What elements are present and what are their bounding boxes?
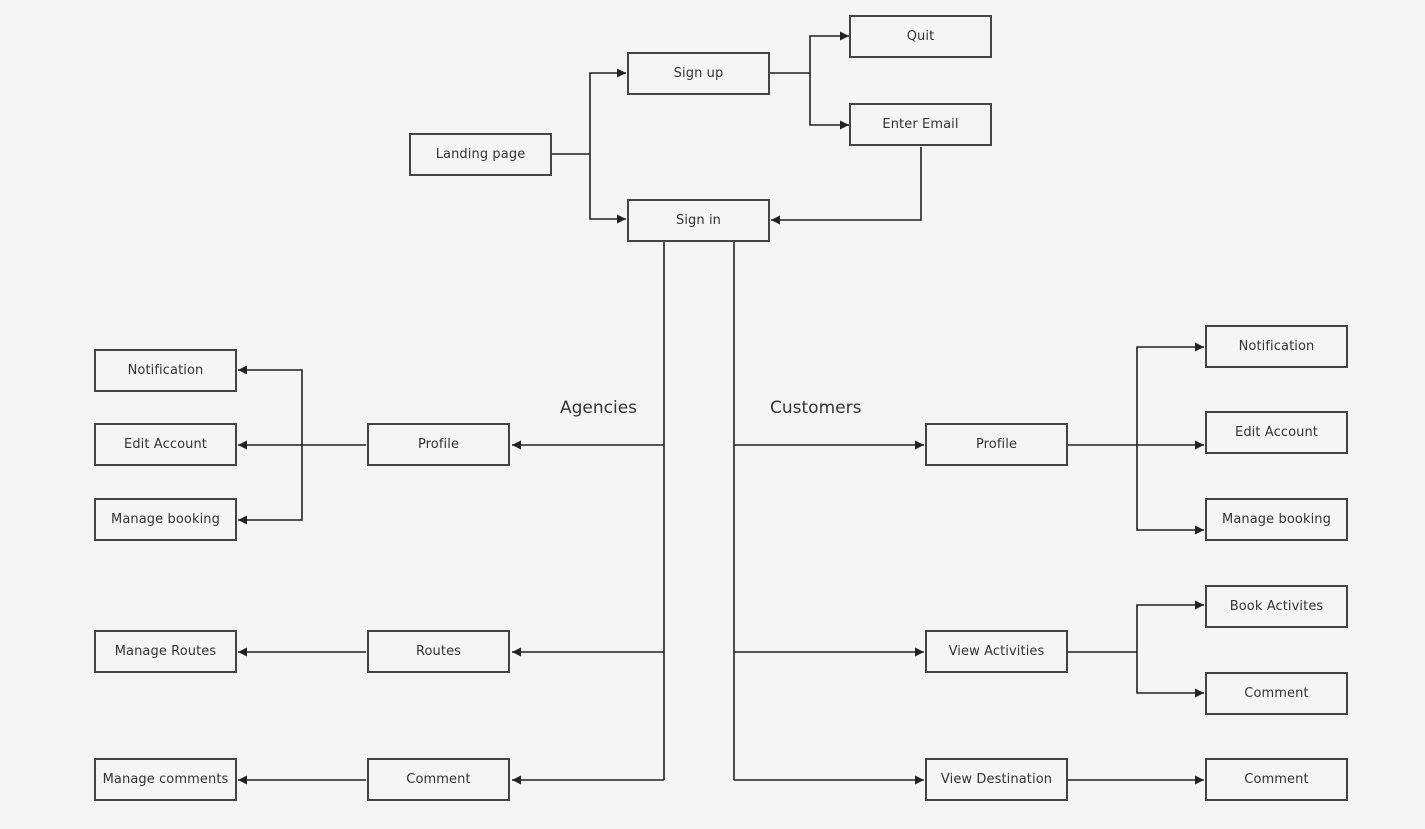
node-activities-comment: Comment (1205, 672, 1348, 715)
node-sign-in: Sign in (627, 199, 770, 242)
node-agency-comment: Comment (367, 758, 510, 801)
node-quit: Quit (849, 15, 992, 58)
node-customer-manage-booking: Manage booking (1205, 498, 1348, 541)
node-agency-manage-booking: Manage booking (94, 498, 237, 541)
label-customers: Customers (770, 398, 862, 418)
node-agency-profile: Profile (367, 423, 510, 466)
edge-cprofile-notification (1136, 342, 1204, 445)
edge-signup-email (809, 73, 849, 130)
node-destination-comment: Comment (1205, 758, 1348, 801)
label-agencies: Agencies (560, 398, 638, 418)
edge-cprofile-booking (1136, 445, 1204, 535)
edge-landing-signin (589, 154, 626, 224)
node-customer-profile: Profile (925, 423, 1068, 466)
node-book-activities: Book Activites (1205, 585, 1348, 628)
edge-activities-book (1136, 600, 1204, 652)
node-routes: Routes (367, 630, 510, 673)
node-enter-email: Enter Email (849, 103, 992, 146)
node-view-destination: View Destination (925, 758, 1068, 801)
edge-aprofile-notification (238, 365, 303, 445)
node-view-activities: View Activities (925, 630, 1068, 673)
edge-landing-signup (589, 68, 626, 154)
node-agency-edit-account: Edit Account (94, 423, 237, 466)
node-manage-routes: Manage Routes (94, 630, 237, 673)
node-customer-edit-account: Edit Account (1205, 411, 1348, 454)
node-customer-notification: Notification (1205, 325, 1348, 368)
node-manage-comments: Manage comments (94, 758, 237, 801)
edge-signup-quit (809, 31, 849, 73)
edge-activities-comment (1136, 652, 1204, 698)
node-sign-up: Sign up (627, 52, 770, 95)
node-agency-notification: Notification (94, 349, 237, 392)
edge-aprofile-booking (238, 445, 303, 525)
edge-email-signin (771, 147, 922, 225)
node-landing-page: Landing page (409, 133, 552, 176)
